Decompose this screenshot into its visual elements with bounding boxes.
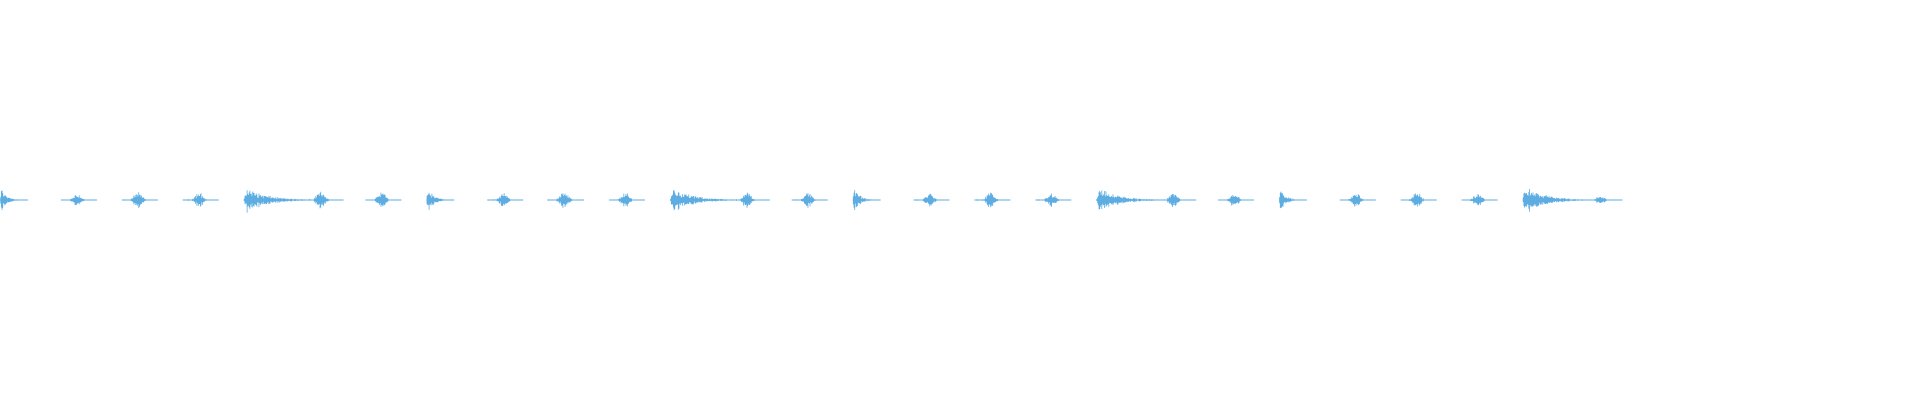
waveform-burst — [1278, 191, 1307, 209]
waveform-burst — [1339, 194, 1376, 207]
waveform-samples — [488, 193, 513, 207]
waveform-burst — [852, 190, 881, 210]
waveform-bursts — [0, 189, 1623, 213]
waveform-samples — [69, 195, 86, 206]
waveform-samples — [1469, 194, 1486, 206]
waveform-burst — [974, 192, 1011, 208]
waveform-samples — [796, 193, 816, 208]
waveform-samples — [616, 193, 633, 207]
waveform-burst — [1035, 193, 1072, 207]
waveform-burst — [730, 192, 767, 208]
waveform-burst — [1157, 193, 1194, 207]
waveform-samples — [1279, 191, 1299, 209]
waveform-samples — [374, 192, 390, 207]
waveform-samples — [124, 192, 147, 209]
waveform-samples — [1342, 194, 1365, 207]
waveform-samples — [731, 192, 756, 208]
waveform-burst — [304, 191, 341, 209]
waveform-burst — [1461, 194, 1498, 206]
waveform-samples — [1408, 193, 1426, 207]
waveform-samples — [1226, 195, 1242, 206]
waveform-burst — [182, 193, 219, 207]
waveform-burst — [487, 193, 524, 207]
waveform-burst — [426, 192, 455, 210]
waveform-samples — [187, 193, 208, 207]
waveform-burst — [1522, 189, 1623, 212]
waveform-burst — [913, 193, 950, 207]
waveform-samples — [976, 192, 999, 208]
waveform-burst — [547, 193, 585, 208]
waveform-samples — [304, 191, 330, 209]
waveform-samples — [1522, 189, 1607, 212]
waveform-samples — [0, 190, 21, 210]
waveform-samples — [426, 192, 449, 210]
waveform-samples — [1038, 193, 1061, 207]
waveform-burst — [0, 190, 28, 210]
waveform-samples — [547, 193, 574, 208]
waveform-samples — [916, 193, 938, 207]
waveform-burst — [365, 192, 402, 207]
waveform-burst — [791, 193, 828, 208]
waveform-samples — [1164, 193, 1181, 207]
waveform-samples — [852, 190, 877, 210]
waveform-burst — [609, 193, 645, 207]
waveform-burst — [1218, 195, 1254, 206]
waveform-burst — [60, 195, 97, 206]
waveform-burst — [121, 192, 158, 209]
waveform-burst — [243, 190, 344, 213]
waveform-burst — [1400, 193, 1437, 207]
